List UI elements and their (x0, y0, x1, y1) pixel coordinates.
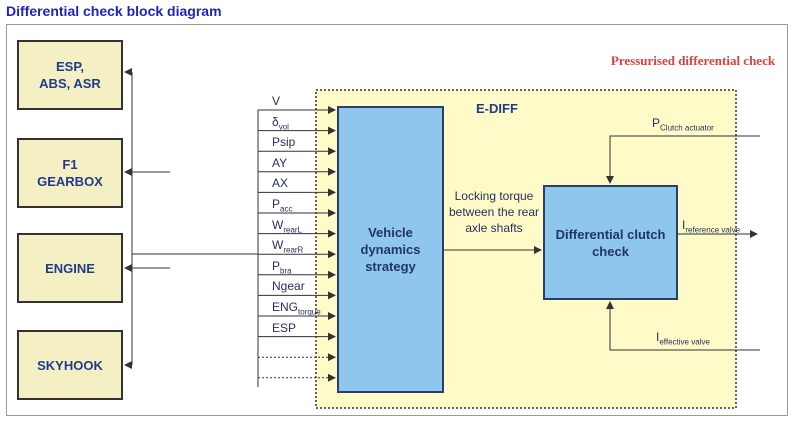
system-box-gearbox: F1 GEARBOX (17, 138, 123, 208)
system-box-esp: ESP, ABS, ASR (17, 40, 123, 110)
differential-clutch-check-block: Differential clutch check (543, 185, 678, 300)
locking-torque-label: Locking torque between the rear axle sha… (448, 189, 540, 235)
system-label-skyhook: SKYHOOK (37, 357, 103, 373)
effective-valve-label: Ieffective valve (656, 330, 710, 347)
system-label-gearbox: F1 GEARBOX (37, 157, 103, 189)
vehicle-dynamics-strategy-block: Vehicle dynamics strategy (337, 106, 444, 393)
pressurised-check-label: Pressurised differential check (610, 53, 776, 68)
dcc-label: Differential clutch check (555, 226, 666, 259)
signal-label: ENGtorque (272, 300, 321, 317)
signal-label: Pbra (272, 258, 292, 276)
diagram-frame (6, 24, 788, 416)
system-label-esp: ESP, ABS, ASR (39, 59, 101, 91)
clutch-actuator-arrow (606, 135, 760, 184)
signal-label: Ngear (272, 279, 305, 294)
signal-label: WrearR (272, 238, 304, 255)
system-label-engine: ENGINE (45, 260, 95, 276)
effective-valve-arrow (606, 301, 760, 351)
signal-label: V (272, 94, 281, 108)
signal-label: WrearL (272, 217, 303, 234)
vds-label: Vehicle dynamics strategy (360, 225, 421, 274)
system-box-skyhook: SKYHOOK (17, 330, 123, 400)
clutch-actuator-label: PClutch actuator (652, 116, 714, 133)
signal-label: Pacc (272, 197, 293, 214)
signal-label: δvol (272, 114, 289, 131)
reference-valve-label: Ireference valve (682, 218, 741, 235)
system-box-engine: ENGINE (17, 233, 123, 303)
signal-label: ESP (272, 320, 297, 335)
ediff-label: E-DIFF (476, 101, 518, 116)
signal-label: Psip (272, 135, 296, 150)
signal-label: AX (272, 176, 289, 191)
diagram-title: Differential check block diagram (6, 3, 222, 19)
signal-label: AY (272, 155, 288, 170)
